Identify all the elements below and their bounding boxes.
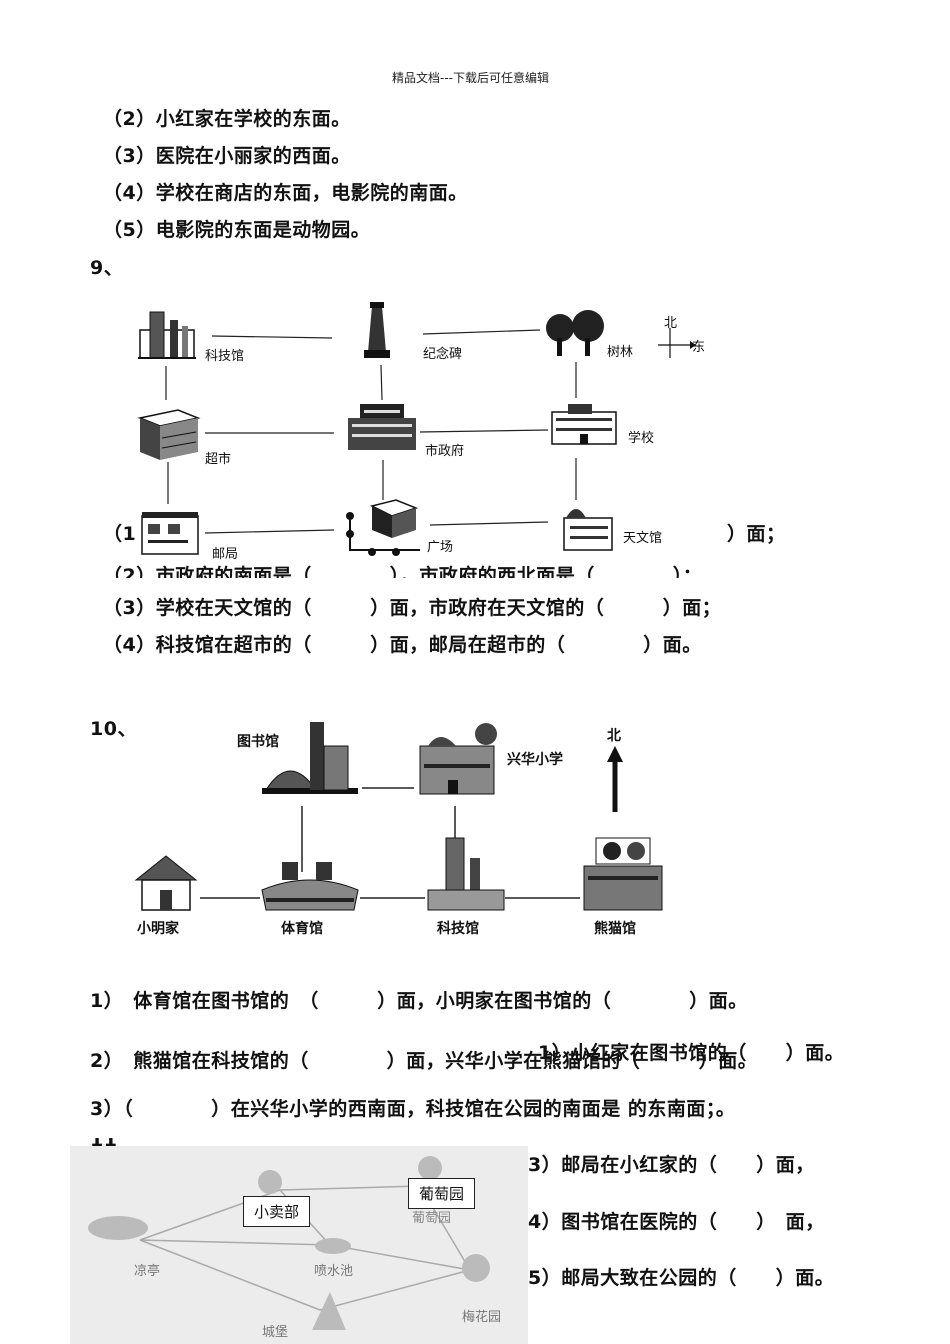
label-supermarket: 超市 [205,452,232,467]
s11-number: 11 [90,1138,118,1150]
city-hall-icon [348,404,416,450]
s8-line-2: （2）小红家在学校的东面。 [103,108,351,130]
label-woods: 树林 [607,345,634,360]
label-plum-garden: 梅花园 [462,1310,502,1325]
s8-line-3: （3）医院在小丽家的西面。 [103,145,351,167]
label-library: 图书馆 [237,734,279,750]
compass-arrows-icon [658,328,696,358]
xiaoming-home-icon [134,855,198,911]
compass-north-label: 北 [664,316,678,331]
label-science-museum: 科技馆 [205,349,245,364]
label-panda-house: 熊猫馆 [594,921,636,937]
s10-q2: 2） 熊猫馆在科技馆的（ ）面，兴华小学在熊猫馆的（ ）面。 [90,1050,758,1072]
s9-q1-end: ）面； [727,523,786,545]
s10-q3: 3）（ ）在兴华小学的西南面，科技馆在公园的南面是 的东南面；。 [90,1098,736,1120]
s11-q4: 4）图书馆在医院的（ ） 面， [528,1211,825,1233]
s9-q4: （4）科技馆在超市的（ ）面，邮局在超市的（ ）面。 [103,634,702,656]
s8-line-5: （5）电影院的东面是动物园。 [103,219,371,241]
s9-q1-start: （1 [103,523,137,545]
supermarket-icon [137,409,201,460]
observatory-icon [563,509,613,551]
square-icon [346,499,420,556]
post-office-icon [141,512,199,555]
label-shop-box: 小卖部 [243,1196,311,1227]
label-square: 广场 [427,540,454,555]
label-science-museum-10: 科技馆 [437,921,479,937]
label-vineyard-box: 葡萄园 [408,1178,476,1209]
label-vineyard-faded: 葡萄园 [412,1211,452,1226]
stadium-icon [261,862,359,911]
s10-q1: 1） 体育馆在图书馆的 （ ）面，小明家在图书馆的（ ）面。 [90,990,748,1012]
label-monument: 纪念碑 [423,347,463,362]
page-header: 精品文档---下载后可任意编辑 [392,71,549,85]
panda-house-icon [583,837,663,911]
label-pavilion: 凉亭 [134,1264,161,1279]
s10-number: 10、 [90,718,137,740]
label-north-10: 北 [607,728,621,744]
label-fountain: 喷水池 [314,1264,354,1279]
science-museum-icon [138,311,196,359]
compass-east-label: 东 [692,340,706,355]
s9-number: 9、 [90,257,124,279]
label-post-office: 邮局 [212,547,239,562]
s11-q5: 5）邮局大致在公园的（ ）面。 [528,1267,835,1289]
label-castle: 城堡 [262,1325,289,1340]
s9-q3: （3）学校在天文馆的（ ）面，市政府在天文馆的（ ）面； [103,597,722,619]
s8-line-4: （4）学校在商店的东面，电影院的南面。 [103,182,468,204]
label-xiaoming-home: 小明家 [137,921,179,937]
label-observatory: 天文馆 [623,531,663,546]
xinghua-school-icon [419,723,497,795]
woods-icon [546,310,604,356]
label-school: 学校 [628,431,655,446]
label-city-hall: 市政府 [425,444,465,459]
s9-q2-partial: （2）市政府的南面是（ ），市政府的西北面是（ ）； [103,565,703,578]
s11-q3: 3）邮局在小红家的（ ）面， [528,1154,815,1176]
label-stadium: 体育馆 [281,921,323,937]
library-icon [262,722,358,794]
s10-q2-overlap: 1）小红家在图书馆的（ ）面。 [538,1042,845,1064]
school-icon [551,404,617,445]
label-xinghua-school: 兴华小学 [507,752,563,768]
science-museum-10-icon [427,837,505,911]
monument-icon [364,302,390,358]
